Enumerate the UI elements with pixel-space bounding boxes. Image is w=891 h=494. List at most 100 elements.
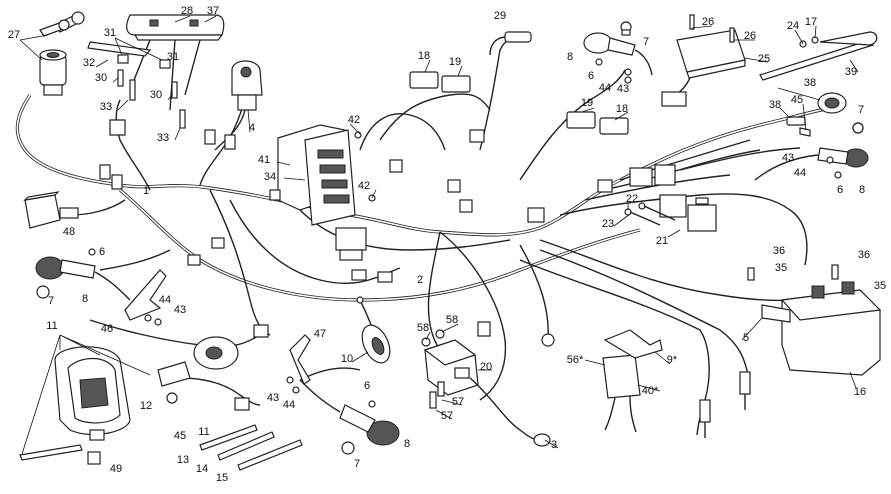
part-label-p7d: 7 xyxy=(858,104,864,116)
part-label-p28: 28 xyxy=(181,5,193,17)
part-label-p44a: 44 xyxy=(159,294,171,306)
part-label-p37: 37 xyxy=(207,5,219,17)
part-label-p47: 47 xyxy=(314,328,326,340)
part-label-p19b: 19 xyxy=(581,97,593,109)
part-label-p31b: 31 xyxy=(167,51,179,63)
rear-bulb-parts xyxy=(852,122,864,134)
part-label-p57a: 57 xyxy=(452,396,464,408)
part-label-p15: 15 xyxy=(216,472,228,484)
part-label-p13: 13 xyxy=(177,454,189,466)
tail-light-38 xyxy=(786,92,864,137)
part-label-p40: 40* xyxy=(642,385,659,397)
part-label-p29: 29 xyxy=(494,10,506,22)
part-label-p6d: 6 xyxy=(588,70,594,82)
part-label-p35a: 35 xyxy=(775,262,787,274)
horn xyxy=(361,324,391,364)
part-label-p58b: 58 xyxy=(446,314,458,326)
part-label-p42b: 42 xyxy=(358,180,370,192)
relay-block-center xyxy=(335,227,367,261)
handlebar-switch xyxy=(204,60,263,151)
cable-ties xyxy=(199,424,303,471)
part-label-p45b: 45 xyxy=(174,430,186,442)
part-label-p49: 49 xyxy=(110,463,122,475)
part-label-p8b: 8 xyxy=(404,438,410,450)
instrument-panel xyxy=(87,14,225,111)
part-label-p3: 3 xyxy=(551,439,557,451)
part-number-labels: 123456666777788889*101111121314151617181… xyxy=(8,5,886,484)
part-label-p43b: 43 xyxy=(267,392,279,404)
part-label-p43a: 43 xyxy=(174,304,186,316)
connector-18-19-top xyxy=(409,71,471,93)
part-label-p56: 56* xyxy=(567,354,584,366)
part-label-p8d: 8 xyxy=(859,184,865,196)
part-label-p20: 20 xyxy=(480,361,492,373)
ignition-switch xyxy=(39,11,85,96)
part-label-p36a: 36 xyxy=(773,245,785,257)
main-wiring-harness xyxy=(15,38,861,436)
relay-fuse-box xyxy=(624,164,717,232)
part-label-p24: 24 xyxy=(787,20,799,32)
part-label-p26a: 26 xyxy=(702,16,714,28)
bracket-46 xyxy=(124,269,167,326)
part-label-p22: 22 xyxy=(626,193,638,205)
part-label-p7b: 7 xyxy=(354,458,360,470)
part-label-p11b: 11 xyxy=(198,426,209,438)
part-label-p2: 2 xyxy=(417,274,423,286)
license-plate-bracket xyxy=(759,31,878,81)
part-label-p18a: 18 xyxy=(418,50,430,62)
part-label-p30b: 30 xyxy=(150,89,162,101)
part-label-p25: 25 xyxy=(758,53,770,65)
part-label-p30a: 30 xyxy=(95,72,107,84)
part-label-p23: 23 xyxy=(602,218,614,230)
part-label-p58a: 58 xyxy=(417,322,429,334)
sensor-leads-bottom-right xyxy=(699,371,751,438)
part-label-p48: 48 xyxy=(63,226,75,238)
part-label-p27: 27 xyxy=(8,29,20,41)
part-label-p5: 5 xyxy=(743,332,749,344)
part-label-p43d: 43 xyxy=(782,152,794,164)
part-label-p7c: 7 xyxy=(643,36,649,48)
turn-signal-rear-right xyxy=(754,147,869,181)
part-label-p43c: 43 xyxy=(617,83,629,95)
part-label-p34: 34 xyxy=(264,171,276,183)
bulb-socket-12 xyxy=(157,336,239,404)
part-label-p44b: 44 xyxy=(283,399,295,411)
part-label-p38a: 38 xyxy=(804,77,816,89)
part-label-p7a: 7 xyxy=(48,295,54,307)
part-label-p1: 1 xyxy=(143,185,149,197)
battery xyxy=(747,264,882,376)
part-label-p6a: 6 xyxy=(99,246,105,258)
part-label-p33a: 33 xyxy=(100,101,112,113)
part-label-p4: 4 xyxy=(249,122,255,134)
part-label-p19a: 19 xyxy=(449,56,461,68)
part-label-p46: 46 xyxy=(101,323,113,335)
relay-40 xyxy=(602,329,663,433)
headlight xyxy=(19,346,131,465)
part-label-p14: 14 xyxy=(196,463,208,475)
part-label-p38b: 38 xyxy=(769,99,781,111)
part-label-p6b: 6 xyxy=(364,380,370,392)
part-label-p35b: 35 xyxy=(874,280,886,292)
sensor-29 xyxy=(489,31,532,56)
part-label-p44c: 44 xyxy=(599,82,611,94)
part-label-p17: 17 xyxy=(805,16,817,28)
part-label-p10: 10 xyxy=(341,353,353,365)
part-label-p33b: 33 xyxy=(157,132,169,144)
part-label-p21: 21 xyxy=(656,235,668,247)
leader-lines xyxy=(19,15,859,455)
part-label-p8a: 8 xyxy=(82,293,88,305)
part-label-p18b: 18 xyxy=(616,103,628,115)
part-label-p11a: 11 xyxy=(46,320,57,332)
voltage-regulator xyxy=(661,14,746,107)
turn-signal-front-right xyxy=(583,21,653,84)
part-label-p9: 9* xyxy=(667,354,678,366)
part-label-p45a: 45 xyxy=(791,94,803,106)
ignition-coil xyxy=(421,329,551,447)
part-label-p44d: 44 xyxy=(794,167,806,179)
part-label-p39: 39 xyxy=(845,66,857,78)
part-label-p12: 12 xyxy=(140,400,152,412)
inline-connectors xyxy=(99,129,613,411)
part-label-p31a: 31 xyxy=(104,27,116,39)
